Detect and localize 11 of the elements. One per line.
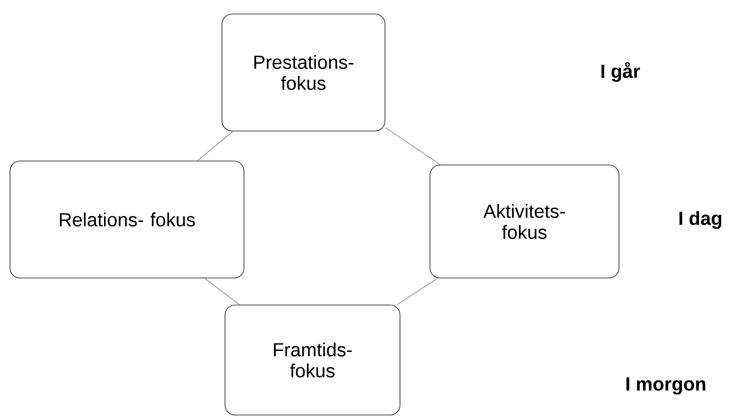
connector-line: [204, 278, 240, 305]
text-box: Relations- fokus: [10, 160, 244, 278]
time-label: I dag: [679, 211, 722, 229]
text-box: Framtids- fokus: [224, 304, 400, 416]
connector-line: [396, 278, 438, 305]
connector-line: [385, 127, 441, 165]
time-label: I går: [601, 62, 640, 82]
connector-line: [197, 131, 234, 161]
time-label: I morgon: [626, 377, 706, 395]
text-box: Prestations- fokus: [222, 14, 386, 132]
text-box: Aktivitets- fokus: [430, 164, 620, 278]
